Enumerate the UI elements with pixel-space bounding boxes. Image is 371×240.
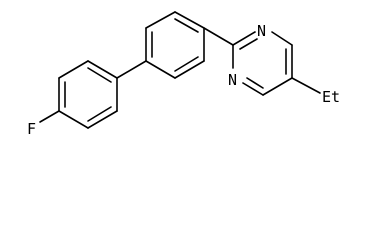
double-bond-inner xyxy=(246,77,264,89)
ethyl-label: Et xyxy=(322,88,340,106)
phenylene-ring xyxy=(145,11,205,79)
biaryl-bond xyxy=(116,60,147,79)
bond xyxy=(87,60,118,79)
pyrimidine-ring xyxy=(232,31,293,96)
double-bond-inner xyxy=(239,38,258,50)
double-bond-inner xyxy=(174,18,199,33)
fluorine-label: F xyxy=(27,120,36,138)
double-bond-inner xyxy=(174,56,199,72)
bond xyxy=(271,31,293,46)
bond xyxy=(174,11,205,29)
bond xyxy=(87,110,118,129)
fluorine-bond xyxy=(39,110,60,123)
double-bond-inner xyxy=(87,106,112,122)
bond xyxy=(58,60,89,79)
bond xyxy=(145,60,176,79)
double-bond-inner xyxy=(87,67,112,83)
bond xyxy=(58,110,89,129)
fluorophenyl-ring xyxy=(58,60,118,129)
bond xyxy=(232,31,256,46)
aryl-pyrimidine-bond xyxy=(203,27,234,46)
bond xyxy=(262,77,293,96)
nitrogen-label-bottom: N xyxy=(228,71,237,89)
bond xyxy=(174,60,205,79)
molecule-diagram: N N F Et xyxy=(27,11,341,138)
bond xyxy=(242,82,264,96)
nitrogen-label-top: N xyxy=(257,22,266,40)
bond xyxy=(145,11,176,29)
ethyl-bond xyxy=(291,77,321,94)
